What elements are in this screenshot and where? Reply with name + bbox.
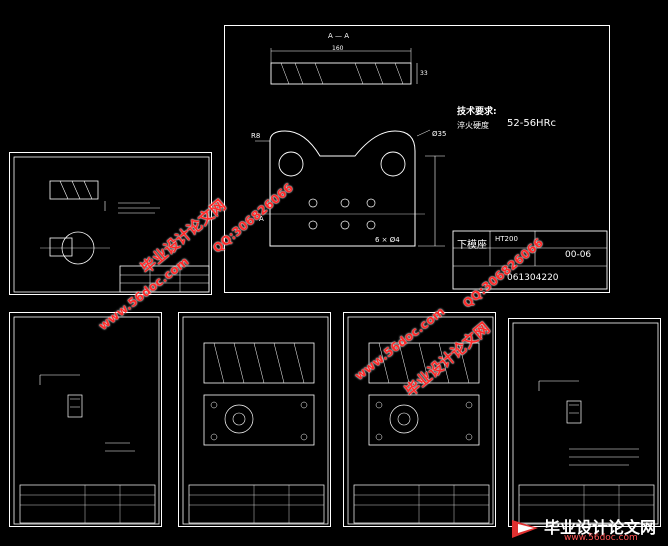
section-mark-a: A [259, 215, 264, 223]
drawing-number: 00-06 [565, 250, 592, 260]
logo-url: www.56doc.com [564, 533, 638, 543]
site-logo[interactable]: 毕业设计论文网 www.56doc.com [508, 512, 666, 544]
radius-label: R8 [251, 132, 261, 140]
left-sheet-graphics [13, 156, 210, 293]
drawing-sheet-left[interactable] [9, 152, 212, 295]
part-name: 下模座 [457, 240, 487, 251]
bottom-sheet-4-graphics [512, 322, 659, 525]
material-label: HT200 [495, 235, 518, 243]
section-label: A — A [328, 32, 350, 40]
hole-diameter-label: Ø35 [432, 130, 447, 138]
logo-text: 毕业设计论文网 [544, 518, 657, 537]
drawing-sheet-main[interactable]: A — A 160 33 R8 Ø35 A 6 × Ø4 技术要求: 淬火硬度 … [224, 25, 610, 293]
height-dimension: 33 [420, 70, 428, 77]
tech-requirements-text: 淬火硬度 [457, 121, 489, 130]
bottom-sheet-1-graphics [13, 316, 160, 525]
width-dimension: 160 [332, 45, 344, 52]
tech-requirements-title: 技术要求: [457, 107, 497, 117]
student-number: 061304220 [507, 273, 559, 283]
main-sheet-graphics [255, 48, 608, 290]
drawing-sheet-bottom-1[interactable] [9, 312, 162, 527]
tech-requirements-value: 52-56HRc [507, 118, 557, 129]
drawing-sheet-bottom-4[interactable] [508, 318, 661, 527]
holes-label: 6 × Ø4 [375, 236, 400, 244]
drawing-sheet-bottom-2[interactable] [178, 312, 331, 527]
bottom-sheet-3-graphics [347, 316, 494, 525]
drawing-sheet-bottom-3[interactable] [343, 312, 496, 527]
logo-mark-icon [512, 520, 538, 538]
bottom-sheet-2-graphics [182, 316, 329, 525]
